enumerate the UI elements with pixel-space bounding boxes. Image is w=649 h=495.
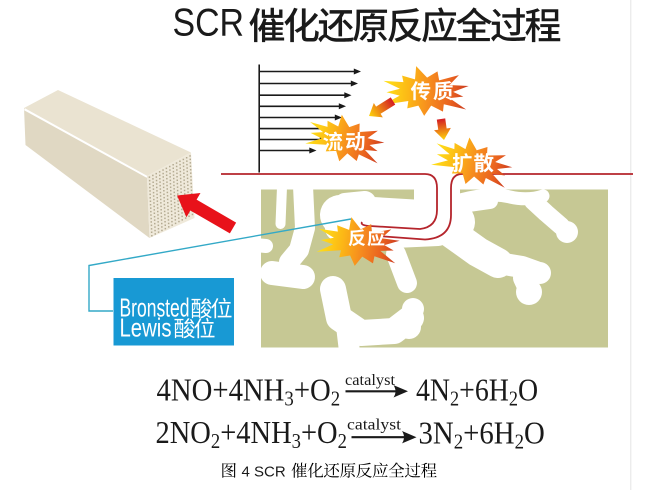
svg-text:4NO+4NH3​+O2​: 4NO+4NH3​+O2​: [157, 372, 341, 411]
svg-text:3N2​+6H2​O: 3N2​+6H2​O: [419, 415, 545, 454]
svg-text:2NO2​+4NH3​+O2​: 2NO2​+4NH3​+O2​: [156, 414, 347, 453]
svg-text:4N2​+6H2​O: 4N2​+6H2​O: [416, 373, 538, 411]
svg-text:catalyst: catalyst: [347, 417, 402, 434]
svg-text:4 SCR: 4 SCR: [242, 464, 286, 481]
svg-text:Bronsted: Bronsted: [120, 293, 190, 323]
svg-text:catalyst: catalyst: [345, 372, 396, 389]
svg-text:SCR: SCR: [173, 1, 245, 44]
svg-text:Lewis: Lewis: [120, 313, 172, 343]
